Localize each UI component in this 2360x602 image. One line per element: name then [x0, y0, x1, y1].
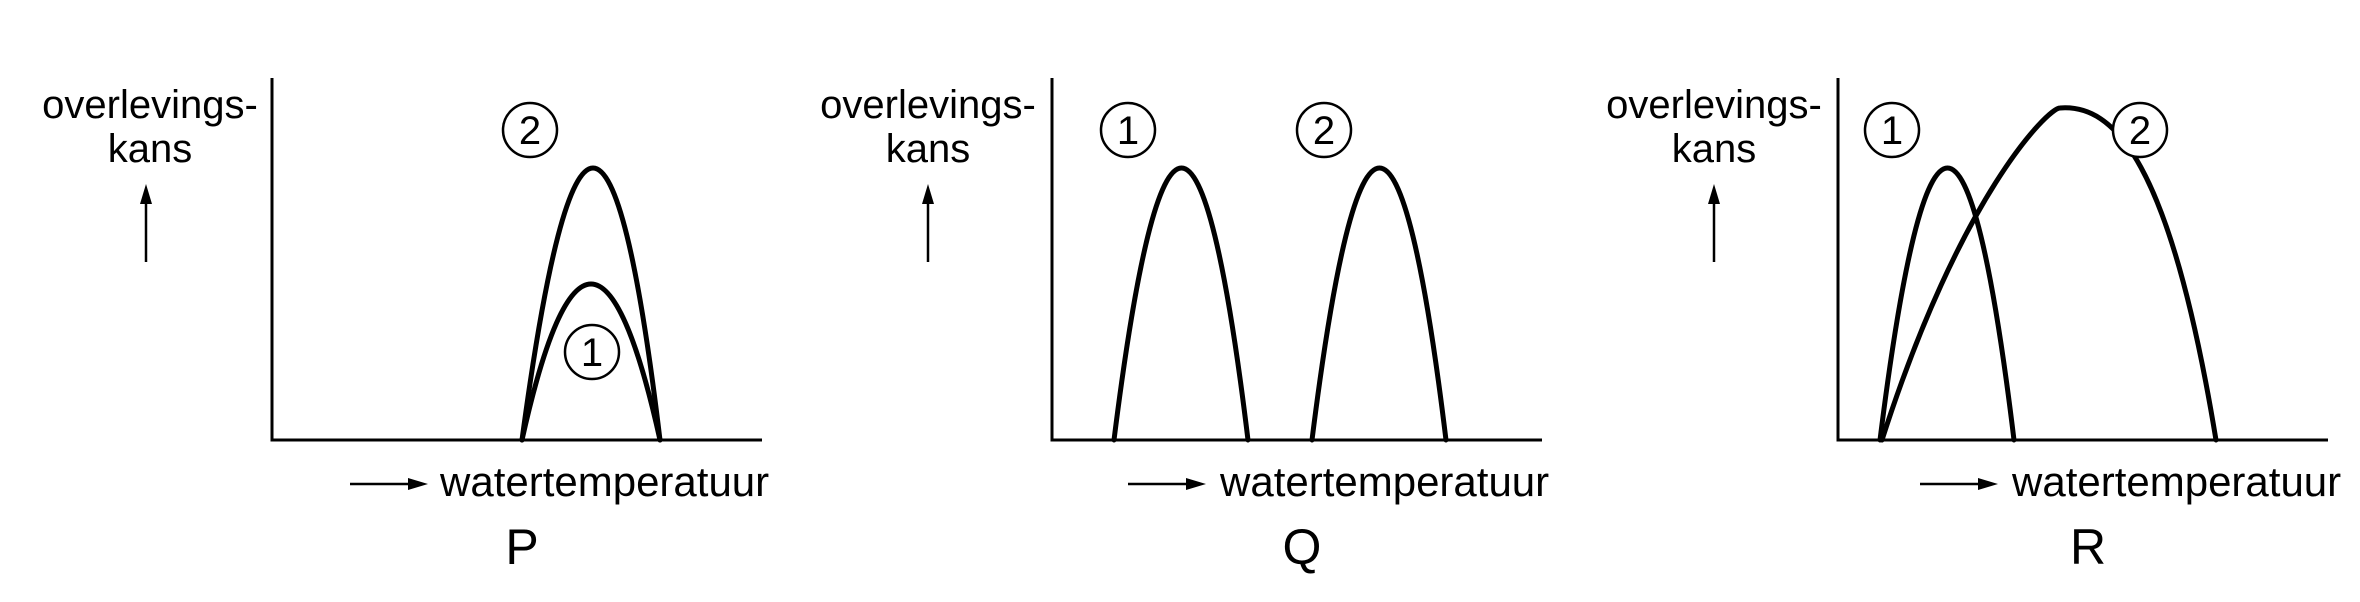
curve-1: [1877, 165, 2017, 443]
svg-text:1: 1: [1881, 109, 1903, 153]
y-up-arrow: [1708, 184, 1720, 262]
curve-marker-1: 1: [563, 323, 621, 381]
x-axis-label: watertemperatuur: [439, 458, 769, 505]
x-axis-label: watertemperatuur: [2011, 458, 2341, 505]
curve-marker-2: 2: [1295, 101, 1353, 159]
svg-text:2: 2: [2129, 109, 2151, 153]
curve-2: [519, 165, 663, 443]
panel-r: overlevings- kans watertemperatuur R 1 2: [1606, 78, 2341, 575]
y-up-arrow: [140, 184, 152, 262]
panel-letter: Q: [1283, 519, 1322, 575]
y-axis-label-line1: overlevings-: [42, 83, 258, 127]
y-axis-label-line1: overlevings-: [1606, 83, 1822, 127]
panel-letter: R: [2070, 519, 2106, 575]
y-axis-label-line1: overlevings-: [820, 83, 1036, 127]
x-right-arrow: [1920, 478, 1998, 490]
axes: [1836, 78, 2328, 442]
curve-2: [1879, 105, 2219, 443]
curve-2: [1309, 165, 1449, 443]
curve-marker-1: 1: [1863, 101, 1921, 159]
svg-text:2: 2: [1313, 109, 1335, 153]
svg-text:2: 2: [519, 109, 541, 153]
y-axis-label-line2: kans: [108, 127, 193, 171]
y-axis-label-line2: kans: [886, 127, 971, 171]
curve-marker-1: 1: [1099, 101, 1157, 159]
panel-p: overlevings- kans watertemperatuur P 2 1: [42, 78, 769, 575]
y-up-arrow: [922, 184, 934, 262]
x-axis-label: watertemperatuur: [1219, 458, 1549, 505]
axes: [1050, 78, 1542, 442]
curve-marker-2: 2: [501, 101, 559, 159]
y-axis-label-line2: kans: [1672, 127, 1757, 171]
axes: [270, 78, 762, 442]
x-right-arrow: [350, 478, 428, 490]
panel-letter: P: [505, 519, 538, 575]
svg-text:1: 1: [1117, 109, 1139, 153]
x-right-arrow: [1128, 478, 1206, 490]
svg-text:1: 1: [581, 331, 603, 375]
curve-1: [1111, 165, 1251, 443]
curve-marker-2: 2: [2111, 101, 2169, 159]
panel-q: overlevings- kans watertemperatuur Q 1 2: [820, 78, 1549, 575]
curve-1: [519, 281, 663, 443]
